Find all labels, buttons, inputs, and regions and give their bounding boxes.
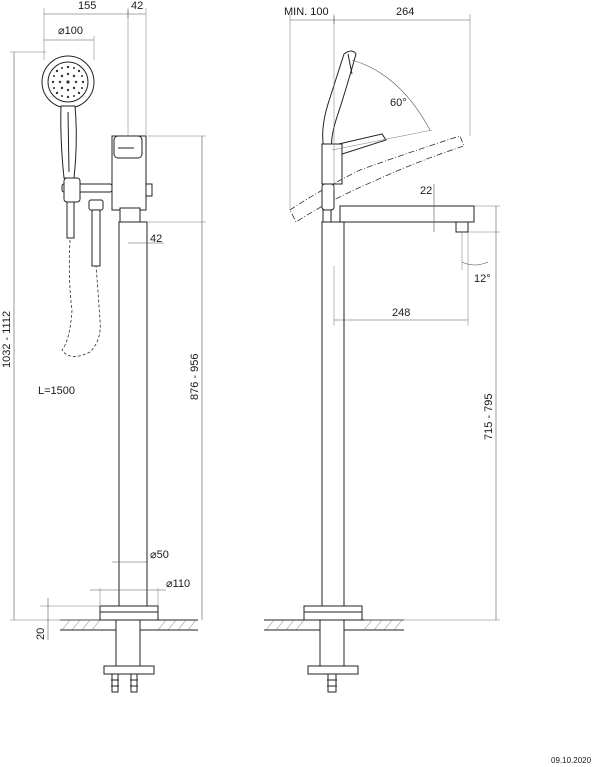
dim-total-height: 1032 - 1112	[1, 311, 13, 368]
dim-hose-length: L=1500	[38, 385, 75, 397]
dim-handshower-width: 155	[78, 0, 96, 12]
hand-shower-head	[41, 55, 95, 109]
dim-top-width: 264	[396, 6, 414, 18]
dim-base-diameter: ⌀110	[166, 578, 190, 590]
side-column	[321, 221, 345, 609]
dim-min-clearance: MIN. 100	[284, 6, 329, 18]
base-plate	[99, 605, 159, 621]
spout-outlet	[119, 207, 141, 223]
dim-shower-diameter: ⌀100	[58, 25, 83, 37]
drawing-date: 09.10.2020	[551, 756, 592, 765]
dim-floor-offset: 20	[35, 628, 47, 640]
side-underfloor-plate	[307, 665, 359, 675]
dim-column-diameter: ⌀50	[150, 549, 169, 561]
side-hand-shower	[322, 50, 357, 151]
dim-spout-height: 715 - 795	[483, 394, 495, 440]
dim-spout-angle: 12°	[474, 273, 491, 285]
side-view: MIN. 100 264 60° 22 12° 248 715 - 795	[264, 6, 500, 693]
front-view: 155 42 ⌀100 42 1032 - 1112 876 - 956 L=1…	[1, 0, 206, 693]
inlet-connectors	[111, 673, 138, 693]
dim-spout-reach: 248	[392, 307, 410, 319]
shower-hose	[61, 239, 101, 357]
side-spout	[339, 205, 475, 223]
dim-tilt-angle: 60°	[390, 97, 407, 109]
dim-body-width: 42	[131, 0, 143, 12]
dim-inlet-offset: 42	[150, 233, 162, 245]
column	[118, 221, 148, 609]
hose-connector	[88, 199, 104, 211]
dim-body-height: 876 - 956	[189, 354, 201, 400]
underfloor-plate	[103, 665, 155, 675]
shower-nozzle-pattern	[51, 65, 85, 99]
dim-spout-thickness: 22	[420, 185, 432, 197]
side-base-plate	[303, 605, 363, 621]
